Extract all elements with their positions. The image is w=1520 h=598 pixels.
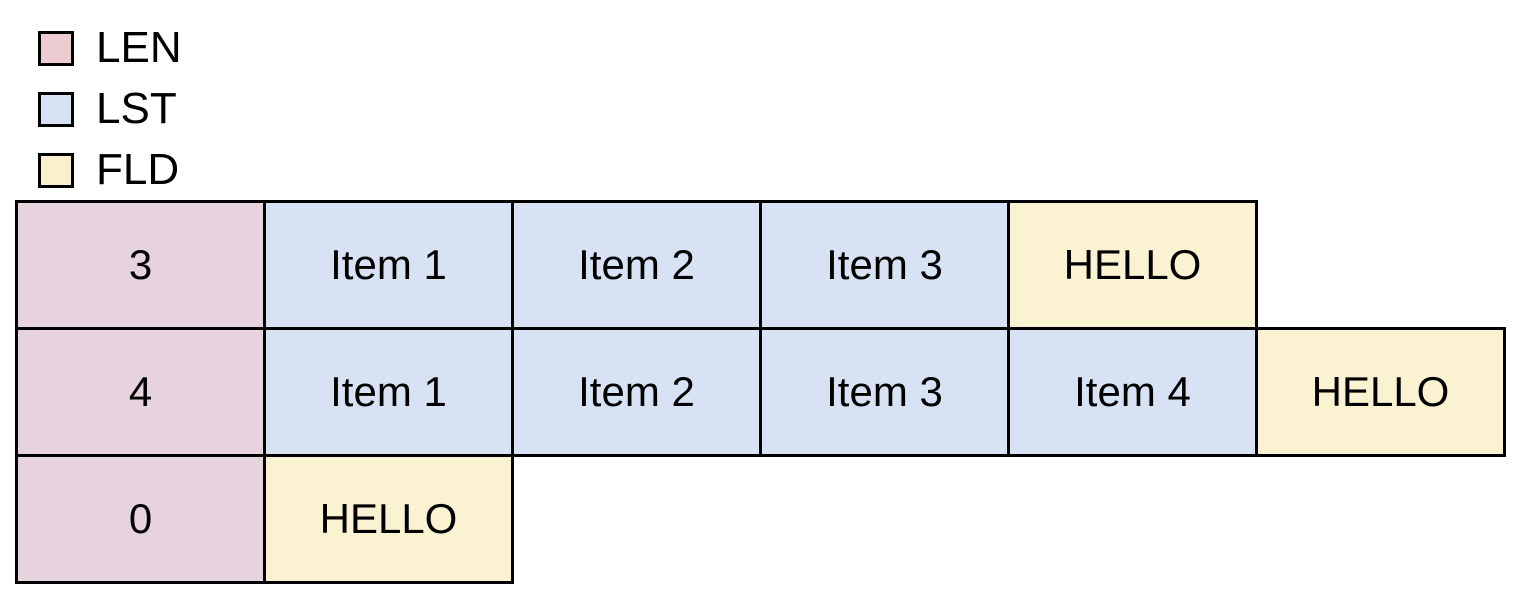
legend-label: LEN: [96, 23, 182, 72]
legend: LEN LST FLD: [38, 26, 182, 192]
len-cell: 3: [15, 200, 266, 330]
legend-item-lst: LST: [38, 87, 182, 131]
fld-cell: HELLO: [1255, 327, 1506, 457]
legend-label: LST: [96, 84, 177, 133]
lst-cell: Item 1: [263, 327, 514, 457]
lst-cell: Item 2: [511, 327, 762, 457]
lst-cell: Item 3: [759, 200, 1010, 330]
fld-cell: HELLO: [263, 454, 514, 584]
legend-swatch-lst: [38, 91, 74, 127]
lst-cell: Item 3: [759, 327, 1010, 457]
len-cell: 4: [15, 327, 266, 457]
legend-swatch-fld: [38, 152, 74, 188]
len-cell: 0: [15, 454, 266, 584]
lst-cell: Item 2: [511, 200, 762, 330]
lst-cell: Item 1: [263, 200, 514, 330]
legend-item-len: LEN: [38, 26, 182, 70]
legend-swatch-len: [38, 30, 74, 66]
fld-cell: HELLO: [1007, 200, 1258, 330]
lst-cell: Item 4: [1007, 327, 1258, 457]
legend-label: FLD: [96, 145, 180, 194]
legend-item-fld: FLD: [38, 148, 182, 192]
